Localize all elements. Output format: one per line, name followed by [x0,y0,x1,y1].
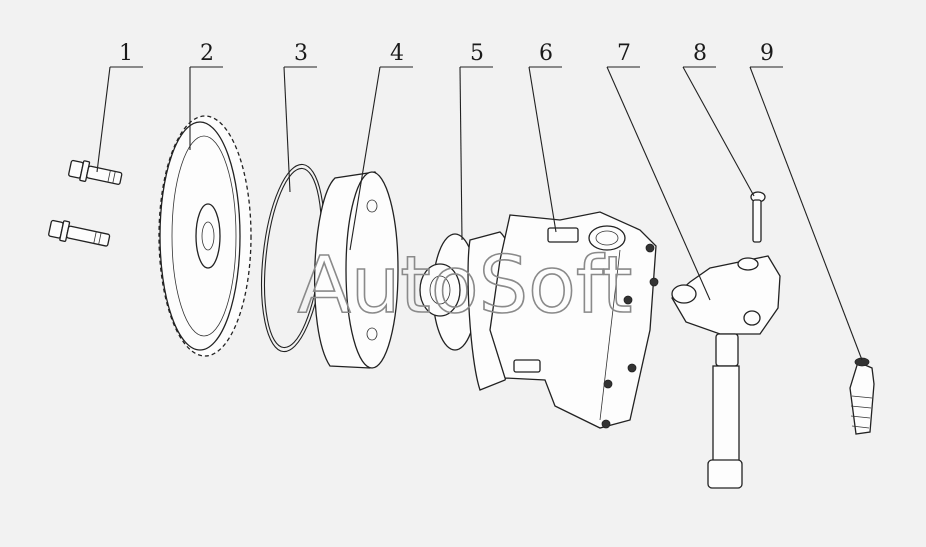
watermark: AutoSoft [297,241,632,331]
part-2-gear [158,115,252,357]
leader-lines [96,66,863,361]
callout-3: 3 [294,41,308,66]
part-9-sensor [849,357,875,435]
callout-labels: 1 2 3 4 5 6 7 8 9 [119,41,774,66]
part-4-plate [314,171,399,369]
part-7-pump [671,255,781,489]
callout-1: 1 [119,41,133,66]
callout-6: 6 [539,41,553,66]
callout-7: 7 [617,41,631,66]
part-8-pin [750,191,766,243]
callout-4: 4 [390,41,404,66]
callout-2: 2 [200,41,214,66]
part-1-bolts [48,159,123,247]
callout-9: 9 [760,41,774,66]
part-6-housing [489,211,659,429]
callout-5: 5 [470,41,484,66]
callout-8: 8 [693,41,707,66]
